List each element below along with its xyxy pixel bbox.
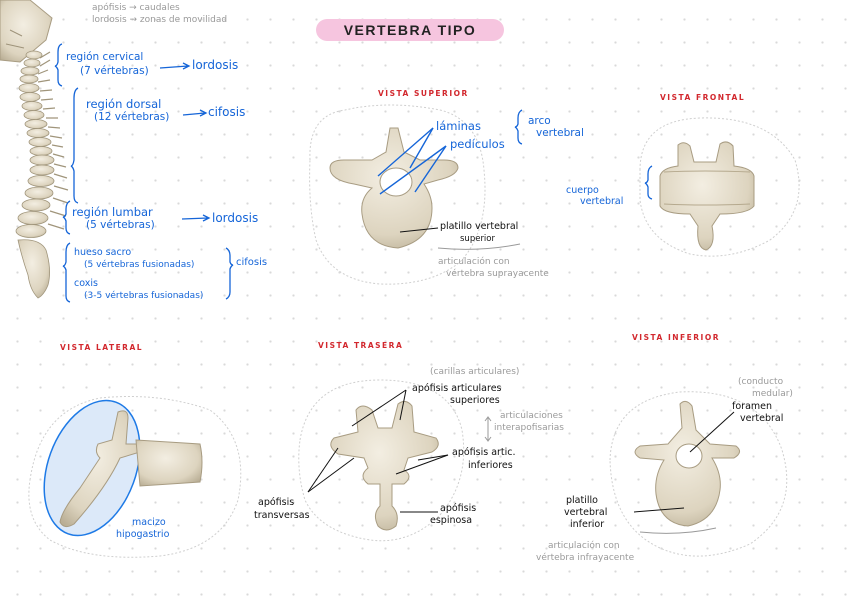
vista-frontal-figure <box>640 118 799 256</box>
ap-espinosa-label-2: espinosa <box>430 516 472 526</box>
carillas-label: (carillas articulares) <box>430 368 519 377</box>
ap-transversa-label-2: transversas <box>254 511 310 521</box>
ap-artic-inf-label-1: apófisis artic. <box>452 448 516 458</box>
platillo-superior-label-1: platillo vertebral <box>440 222 518 232</box>
vista-trasera-heading: VISTA TRASERA <box>318 342 403 350</box>
vista-superior-heading: VISTA SUPERIOR <box>378 90 469 98</box>
region-lumbar-count: (5 vértebras) <box>86 220 155 231</box>
pediculos-label: pedículos <box>450 138 505 150</box>
region-lumbar-name: región lumbar <box>72 206 153 218</box>
foramen-vertebral-label-2: vertebral <box>740 414 783 424</box>
conducto-medular-label-1: (conducto <box>738 378 783 387</box>
platillo-inferior-label-3: inferior <box>570 520 604 530</box>
cuerpo-vertebral-label-2: vertebral <box>580 197 623 207</box>
region-lumbar-curve: lordosis <box>212 212 258 225</box>
artic-suprayacente-label-2: vértebra suprayacente <box>446 270 549 279</box>
region-cervical-curve: lordosis <box>192 59 238 72</box>
artic-infrayacente-label-1: articulación con <box>548 542 620 551</box>
arco-vertebral-label-2: vertebral <box>536 128 584 139</box>
vista-lateral-heading: VISTA LATERAL <box>60 344 143 352</box>
platillo-inferior-label-1: platillo <box>566 496 598 506</box>
spine-illustration <box>0 0 68 298</box>
artic-interapof-label-1: articulaciones <box>500 412 563 421</box>
ap-espinosa-label-1: apófisis <box>440 504 476 514</box>
region-cervical-count: (7 vértebras) <box>80 66 149 77</box>
region-coxis-count: (3-5 vértebras fusionadas) <box>84 292 203 301</box>
region-cervical-name: región cervical <box>66 52 143 63</box>
vista-frontal-heading: VISTA FRONTAL <box>660 94 745 102</box>
top-note-1: apófisis → caudales <box>92 4 180 13</box>
region-dorsal-count: (12 vértebras) <box>94 112 169 123</box>
region-dorsal-name: región dorsal <box>86 98 161 110</box>
region-sacro-count: (5 vértebras fusionadas) <box>84 261 194 270</box>
page-title: VERTEBRA TIPO <box>316 19 504 41</box>
region-sacro-name: hueso sacro <box>74 248 131 258</box>
foramen-vertebral-label-1: foramen <box>732 402 772 412</box>
arco-vertebral-label-1: arco <box>528 116 551 127</box>
region-sacro-coxis-curve: cifosis <box>236 258 267 269</box>
region-coxis-name: coxis <box>74 279 98 289</box>
cuerpo-vertebral-label-1: cuerpo <box>566 186 599 196</box>
ap-artic-inf-label-2: inferiores <box>468 461 513 471</box>
platillo-inferior-label-2: vertebral <box>564 508 607 518</box>
ap-artic-sup-label-2: superiores <box>450 396 500 406</box>
macizo-label-1: macizo <box>132 518 166 528</box>
conducto-medular-label-2: medular) <box>752 390 793 399</box>
vista-inferior-heading: VISTA INFERIOR <box>632 334 720 342</box>
region-dorsal-curve: cifosis <box>208 106 245 119</box>
macizo-label-2: hipogastrio <box>116 530 169 540</box>
ap-transversa-label-1: apófisis <box>258 498 294 508</box>
artic-infrayacente-label-2: vértebra infrayacente <box>536 554 634 563</box>
artic-interapof-label-2: interapofisarias <box>494 424 564 433</box>
laminas-label: láminas <box>436 120 481 132</box>
top-note-2: lordosis → zonas de movilidad <box>92 16 227 25</box>
platillo-superior-label-2: superior <box>460 235 495 244</box>
artic-suprayacente-label-1: articulación con <box>438 258 510 267</box>
ap-artic-sup-label-1: apófisis articulares <box>412 384 502 394</box>
